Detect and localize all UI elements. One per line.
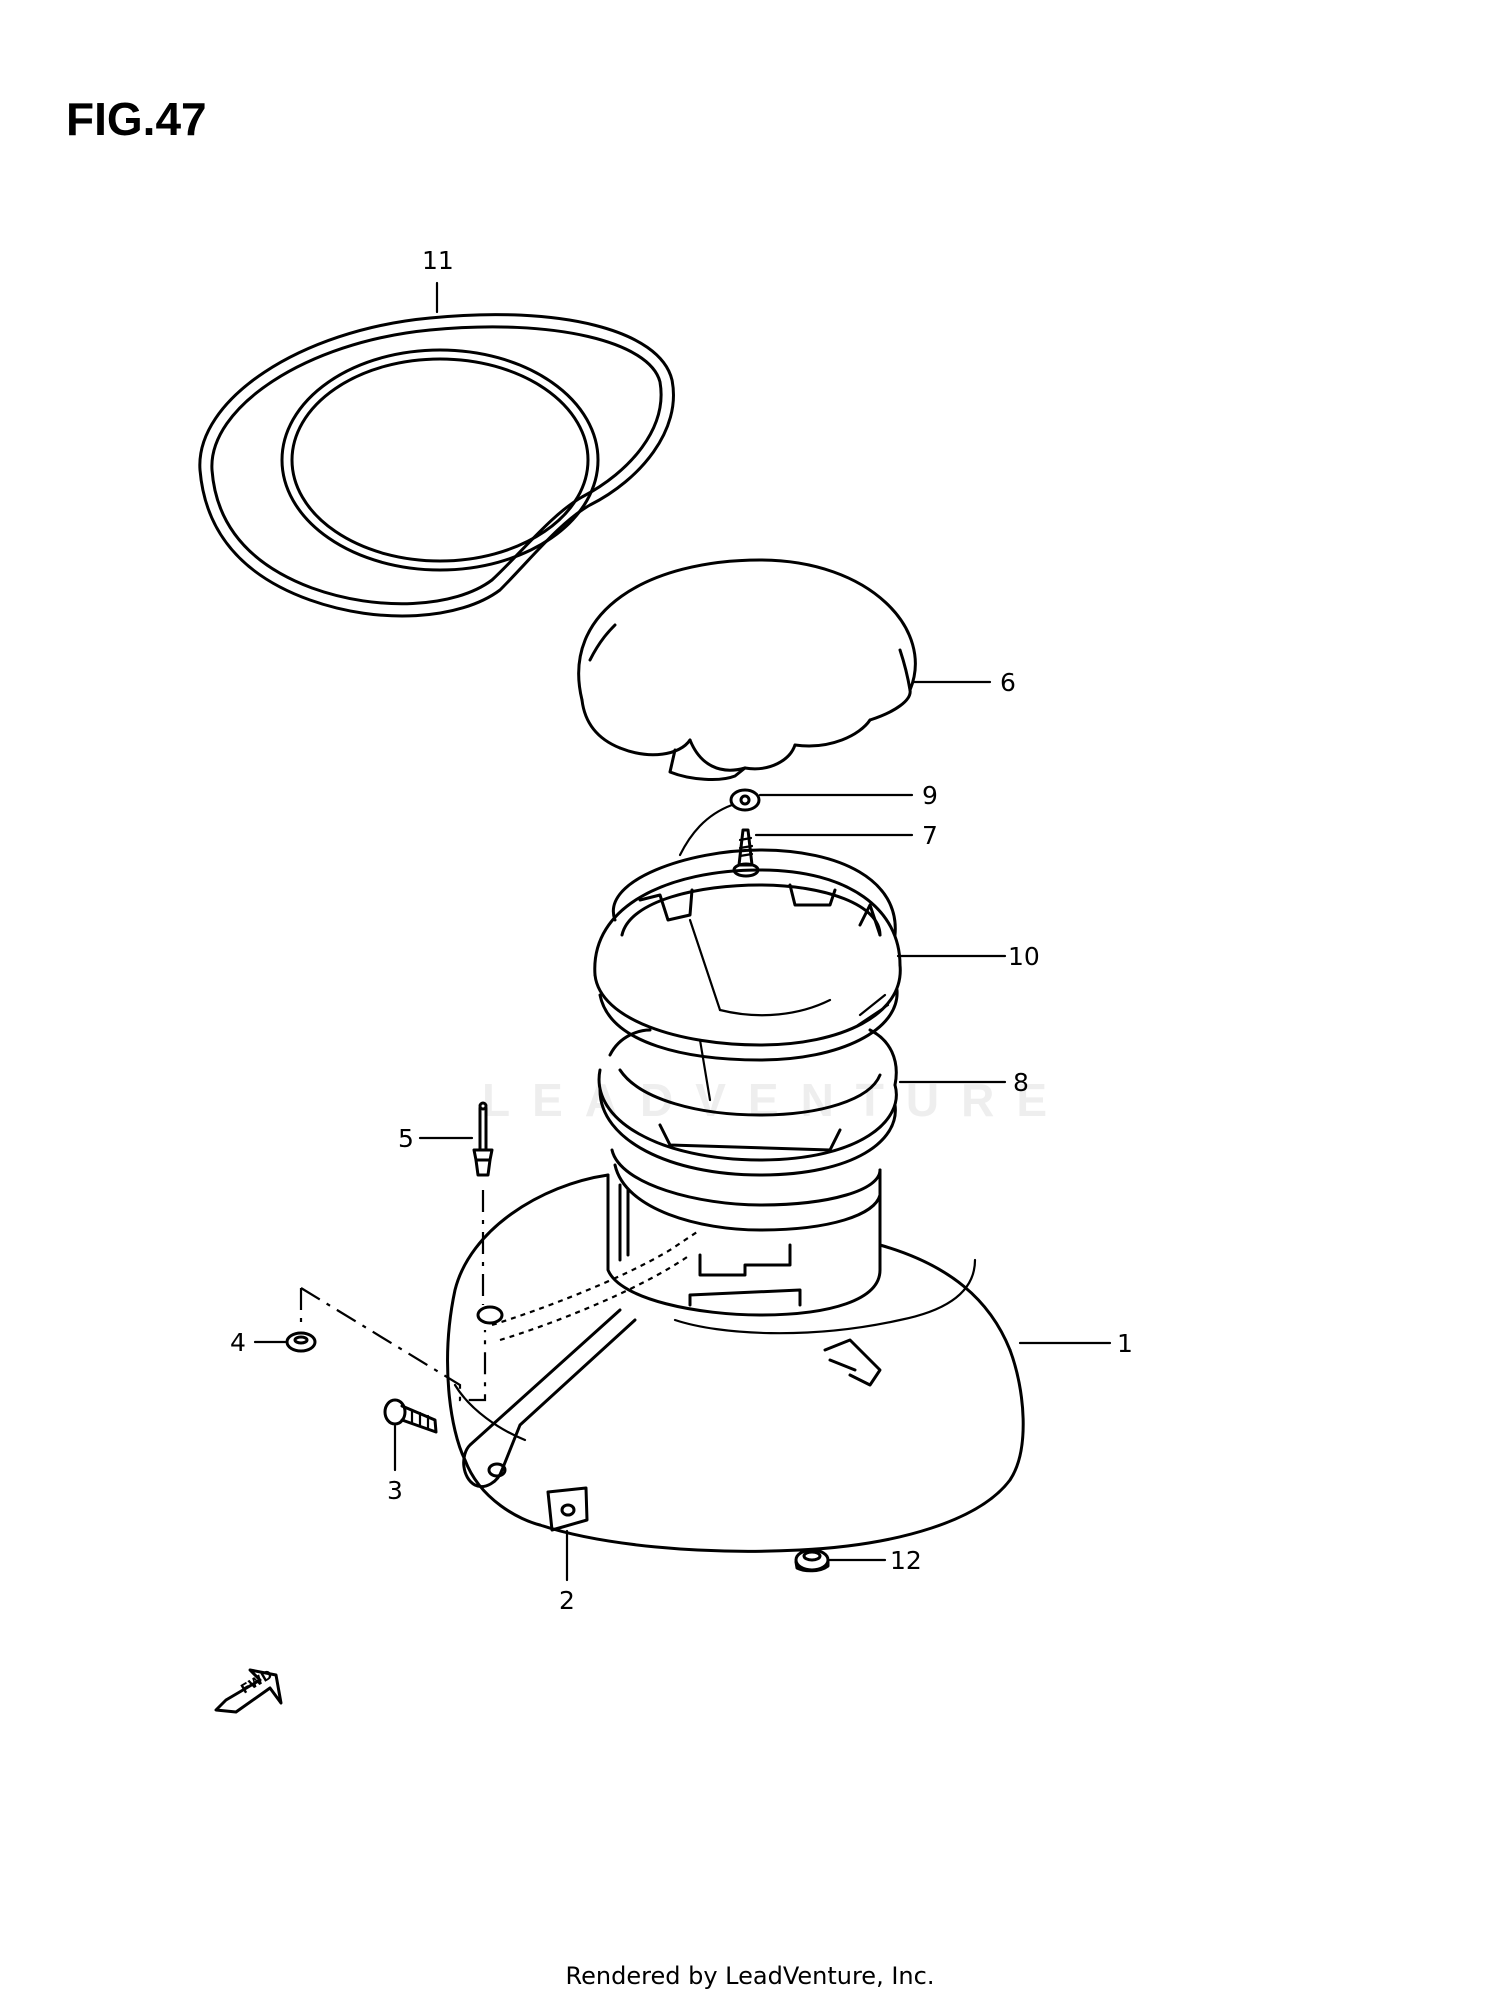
part-3-screw [383,1398,438,1434]
callout-6: 6 [1000,668,1016,697]
footer-credit: Rendered by LeadVenture, Inc. [565,1962,935,1990]
figure-title: FIG.47 [66,93,207,145]
callout-7: 7 [922,821,938,850]
part-12-grommet [794,1548,830,1573]
callout-2: 2 [559,1586,575,1615]
leader-lines [253,281,1112,1582]
assembly-lines [299,1190,487,1402]
callout-4: 4 [230,1328,246,1357]
callout-1: 1 [1117,1329,1133,1358]
callout-11: 11 [422,246,454,275]
part-10-ring [593,848,902,1062]
part-4-washer [285,1331,317,1353]
callout-3: 3 [387,1476,403,1505]
fwd-arrow-icon: FWD [214,1667,283,1714]
part-1-body [446,1148,1025,1553]
part-11-gasket [198,313,675,618]
callout-5: 5 [398,1124,414,1153]
part-8-ring [597,1028,898,1177]
callout-10: 10 [1008,942,1040,971]
callout-8: 8 [1013,1068,1029,1097]
part-5-rivet [472,1101,494,1177]
callout-9: 9 [922,781,938,810]
callout-12: 12 [890,1546,922,1575]
part-9-eyelet [678,788,761,857]
part-2-clip [546,1486,589,1532]
part-6-cap [577,558,917,781]
